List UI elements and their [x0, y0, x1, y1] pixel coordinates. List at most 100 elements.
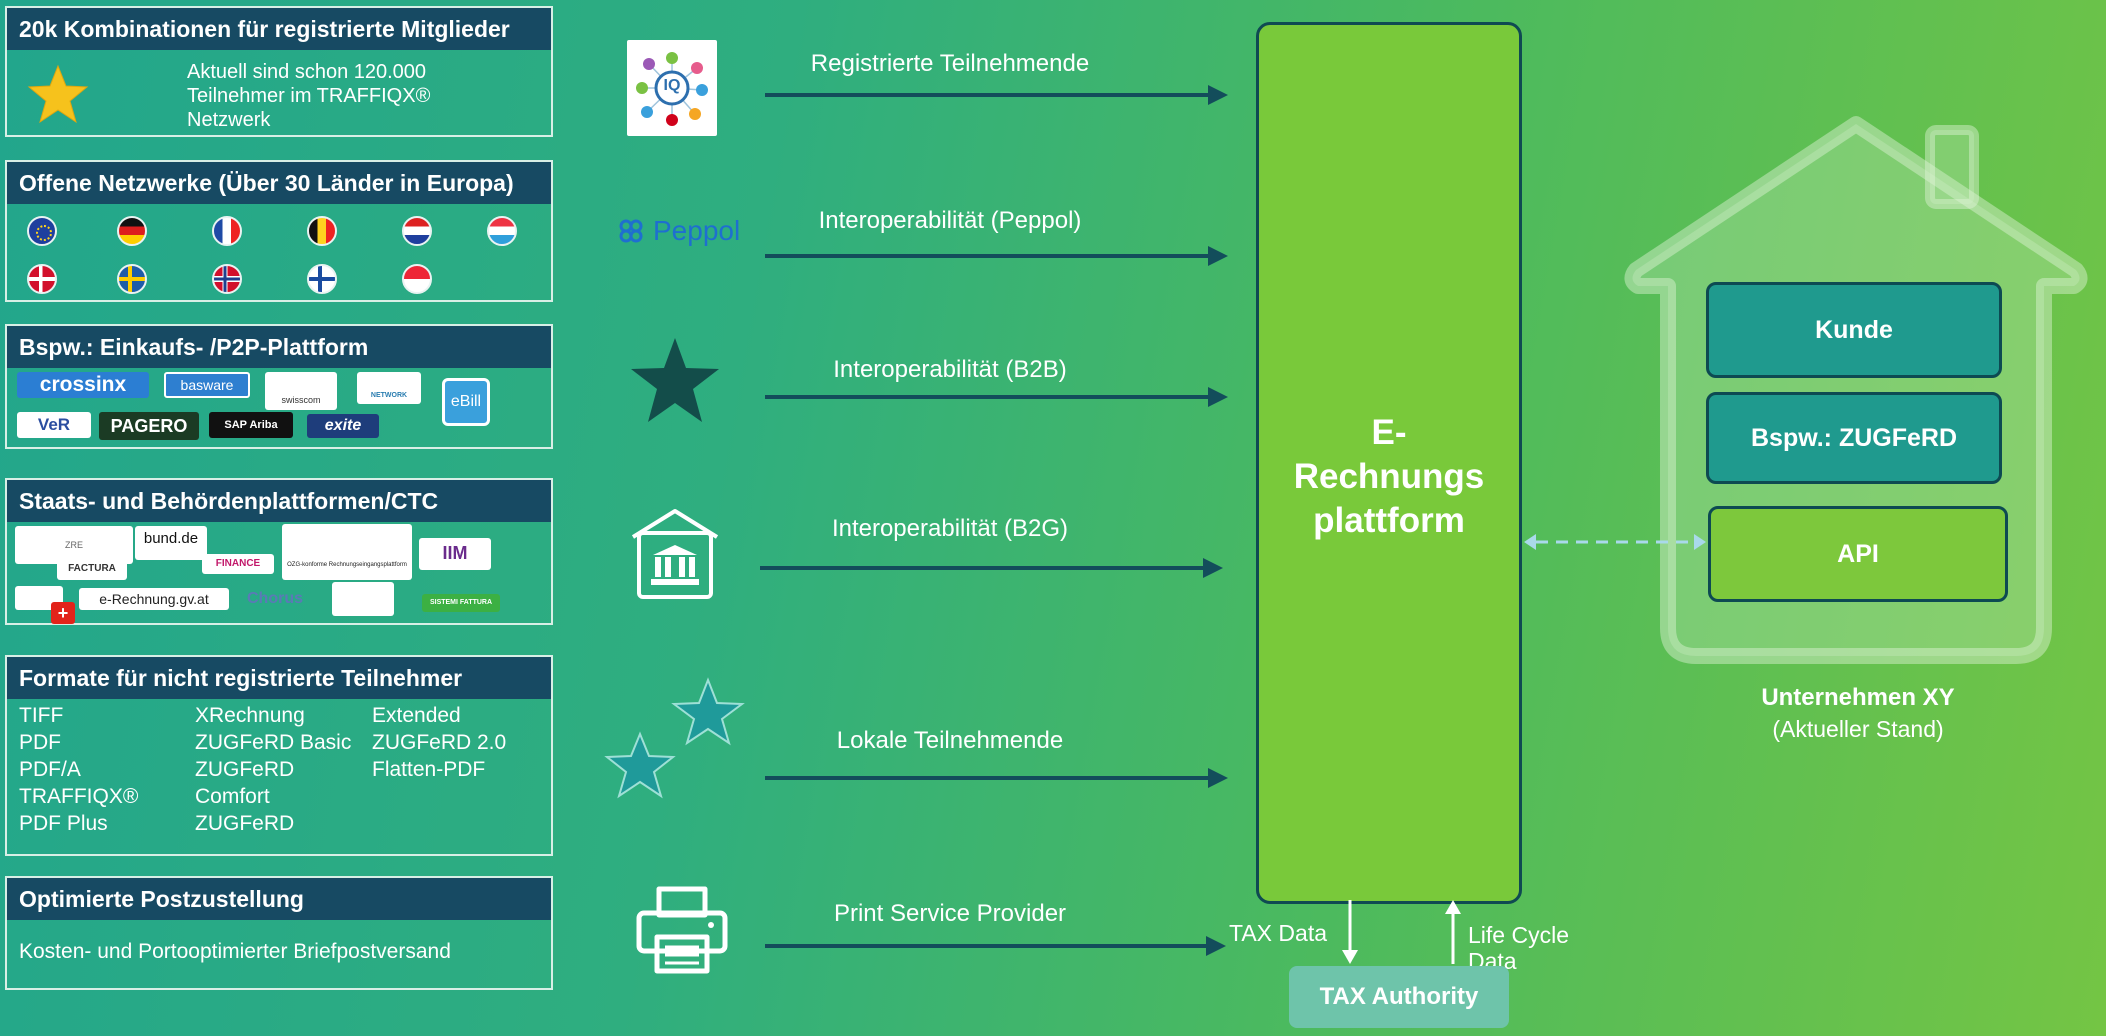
members-text: Aktuell sind schon 120.000 Teilnehmer im…: [187, 61, 431, 131]
netherlands-flag-icon: [402, 216, 432, 246]
factura-logo: FACTURA: [57, 558, 127, 580]
flow-label-b2b: Interoperabilität (B2B): [833, 356, 1067, 383]
format-item: XRechnung: [195, 704, 305, 727]
format-item: ZUGFeRD Basic: [195, 731, 352, 754]
arrowhead-peppol: [1208, 246, 1228, 266]
life-cycle-arrow: [1445, 900, 1461, 964]
crest-logo: [332, 582, 394, 616]
peppol-label: Peppol: [653, 215, 741, 246]
arrowhead-b2b: [1208, 387, 1228, 407]
format-item: Extended: [372, 704, 461, 727]
members-panel-title: 20k Kombinationen für registrierte Mitgl…: [7, 8, 551, 50]
peppol-icon: [619, 219, 643, 243]
api-block: API: [1708, 506, 2008, 602]
tax-data-label: TAX Data: [1229, 920, 1327, 946]
network-badge: IQ: [663, 77, 681, 94]
platform-label: E- Rechnungs plattform: [1293, 413, 1485, 540]
post-text: Kosten- und Portooptimierter Briefpostve…: [19, 940, 451, 963]
arrowhead-local: [1208, 768, 1228, 788]
company-name: Unternehmen XY: [1761, 684, 1955, 711]
france-flag-icon: [212, 216, 242, 246]
formats-col-2: XRechnung ZUGFeRD Basic ZUGFeRD Comfort …: [195, 702, 351, 837]
format-item: TRAFFIQX®: [19, 785, 139, 808]
exite-logo: exite: [307, 414, 379, 438]
e-rechnung-gv-logo: e-Rechnung.gv.at: [79, 588, 229, 610]
local-stars-icon: [604, 677, 745, 799]
norway-flag-icon: [212, 264, 242, 294]
sistemi-fattura-logo: SISTEMI FATTURA: [422, 594, 500, 612]
network-icon: IQ: [627, 40, 717, 136]
network-logo: NETWORK: [357, 372, 421, 404]
printer-icon: [636, 886, 728, 974]
format-item: Flatten-PDF: [372, 758, 486, 781]
post-panel: Optimierte Postzustellung Kosten- und Po…: [5, 876, 553, 990]
formats-col-3: Extended ZUGFeRD 2.0 Flatten-PDF: [372, 702, 506, 783]
members-panel: 20k Kombinationen für registrierte Mitgl…: [5, 6, 553, 137]
germany-flag-icon: [117, 216, 147, 246]
ver-logo: VeR: [17, 412, 91, 438]
ozg-logo: OZG-konforme Rechnungseingangsplattform: [282, 524, 412, 580]
arrow-registered: [765, 93, 1215, 97]
iim-logo: IIM: [419, 538, 491, 570]
swisscom-logo: swisscom: [265, 372, 337, 410]
format-item: ZUGFeRD 2.0: [372, 731, 507, 754]
arrowhead-print: [1206, 936, 1226, 956]
arrowhead-b2g: [1203, 558, 1223, 578]
api-connection-arrow: [1524, 534, 1706, 550]
sweden-flag-icon: [117, 264, 147, 294]
format-item: PDF/A: [19, 758, 81, 781]
p2p-panel: Bspw.: Einkaufs- /P2P-Plattform crossinx…: [5, 324, 553, 449]
ctc-panel: Staats- und Behördenplattformen/CTC ZRE …: [5, 478, 553, 625]
formats-panel: Formate für nicht registrierte Teilnehme…: [5, 655, 553, 856]
bund-de-logo: bund.de: [135, 526, 207, 560]
flow-label-b2g: Interoperabilität (B2G): [831, 515, 1069, 542]
flow-label-registered: Registrierte Teilnehmende: [810, 50, 1090, 77]
networks-panel: Offene Netzwerke (Über 30 Länder in Euro…: [5, 160, 553, 302]
format-block: Bspw.: ZUGFeRD: [1706, 392, 2002, 484]
networks-panel-title: Offene Netzwerke (Über 30 Länder in Euro…: [7, 162, 551, 204]
luxembourg-flag-icon: [487, 216, 517, 246]
flow-label-print: Print Service Provider: [833, 900, 1067, 927]
zre-logo: ZRE: [15, 526, 133, 564]
pagero-logo: PAGERO: [99, 412, 199, 440]
format-item: PDF Plus: [19, 812, 108, 835]
crossinx-logo: crossinx: [17, 372, 149, 398]
arrow-local: [765, 776, 1215, 780]
denmark-flag-icon: [27, 264, 57, 294]
finance-logo: FINANCE: [202, 554, 274, 574]
arrow-b2b: [765, 395, 1215, 399]
finland-flag-icon: [307, 264, 337, 294]
chorus-logo: Chorus: [247, 590, 303, 607]
sap-ariba-logo: SAP Ariba: [209, 412, 293, 438]
arrow-print: [765, 944, 1213, 948]
dark-star-icon: [631, 338, 719, 422]
ctc-panel-title: Staats- und Behördenplattformen/CTC: [7, 480, 551, 522]
e-invoice-platform: E- Rechnungs plattform: [1256, 22, 1522, 904]
tax-authority-box: TAX Authority: [1289, 966, 1509, 1028]
format-item: ZUGFeRD: [195, 812, 295, 835]
flow-label-local: Lokale Teilnehmende: [836, 727, 1064, 754]
format-item: Comfort: [195, 785, 270, 808]
tax-data-arrow: [1342, 900, 1358, 964]
post-panel-title: Optimierte Postzustellung: [7, 878, 551, 920]
swiss-cross-icon: +: [51, 602, 75, 624]
flow-label-peppol: Interoperabilität (Peppol): [818, 207, 1082, 234]
ebill-logo: eBill: [442, 378, 490, 426]
star-icon: [27, 64, 89, 124]
basware-logo: basware: [164, 372, 250, 398]
arrow-b2g: [760, 566, 1210, 570]
format-item: ZUGFeRD: [195, 758, 295, 781]
formats-col-1: TIFF PDF PDF/A TRAFFIQX® PDF Plus: [19, 702, 138, 837]
belgium-flag-icon: [307, 216, 337, 246]
format-item: TIFF: [19, 704, 64, 727]
arrowhead-registered: [1208, 85, 1228, 105]
singapore-flag-icon: [402, 264, 432, 294]
format-item: PDF: [19, 731, 61, 754]
p2p-panel-title: Bspw.: Einkaufs- /P2P-Plattform: [7, 326, 551, 368]
formats-panel-title: Formate für nicht registrierte Teilnehme…: [7, 657, 551, 699]
kunde-block: Kunde: [1706, 282, 2002, 378]
government-building-icon: [631, 509, 719, 599]
company-subtitle: (Aktueller Stand): [1772, 716, 1944, 742]
arrow-peppol: [765, 254, 1215, 258]
eu-flag-icon: [27, 216, 57, 246]
